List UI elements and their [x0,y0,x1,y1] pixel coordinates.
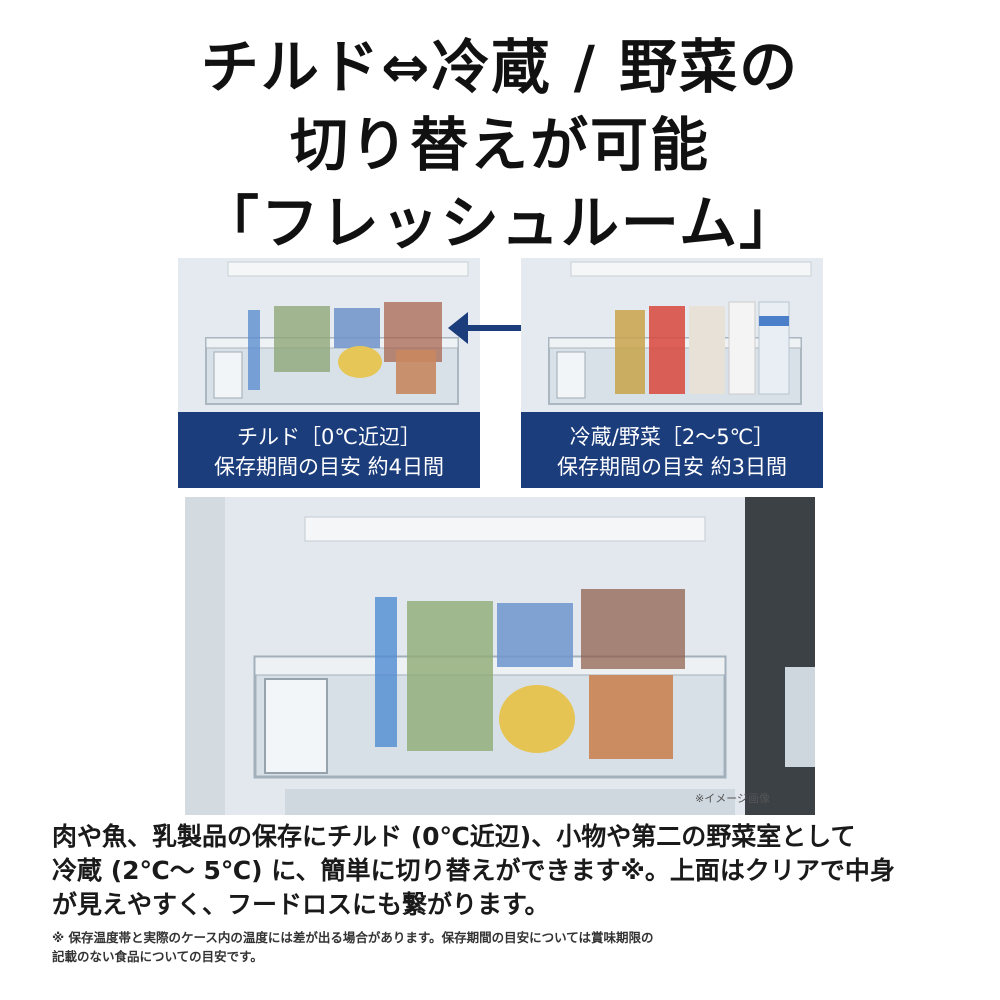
image-note: ※イメージ画像 [695,792,770,805]
vegetable-mode-temperature: 冷蔵/野菜［2〜5℃］ [569,425,775,449]
headline-line-1: チルド⇔冷蔵 / 野菜の [200,33,800,101]
fresh-room-drawer-illustration [185,497,815,815]
vegetable-mode-label: 冷蔵/野菜［2〜5℃］ 保存期間の目安 約3日間 [521,412,823,488]
footnote-line-2: 記載のない食品についての目安です。 [52,949,263,964]
description-line-1: 肉や魚、乳製品の保存にチルド (0℃近辺)、小物や第二の野菜室として [52,822,856,851]
chilled-mode-storage-period: 保存期間の目安 約4日間 [213,455,445,479]
vegetable-drawer-photo [521,258,823,412]
vegetable-mode-storage-period: 保存期間の目安 約3日間 [556,455,788,479]
footnote-line-1: ※ 保存温度帯と実際のケース内の温度には差が出る場合があります。保存期間の目安に… [52,930,654,945]
chilled-mode-label: チルド［0℃近辺］ 保存期間の目安 約4日間 [178,412,480,488]
chilled-drawer-photo [178,258,480,412]
fresh-room-drawer-photo [185,497,815,815]
headline-line-3: 「フレッシュルーム」 [200,189,800,257]
description-line-3: が見えやすく、フードロスにも繋がります。 [52,890,550,919]
headline: チルド⇔冷蔵 / 野菜の 切り替えが可能 「フレッシュルーム」 [0,28,1000,262]
vegetable-drawer-illustration [521,258,823,412]
description: 肉や魚、乳製品の保存にチルド (0℃近辺)、小物や第二の野菜室として 冷蔵 (2… [52,820,952,922]
description-line-2: 冷蔵 (2℃〜 5℃) に、簡単に切り替えができます※。上面はクリアで中身 [52,856,895,885]
headline-line-2: 切り替えが可能 [289,111,710,179]
footnote: ※ 保存温度帯と実際のケース内の温度には差が出る場合があります。保存期間の目安に… [52,928,952,966]
chilled-mode-temperature: チルド［0℃近辺］ [237,425,421,449]
chilled-drawer-illustration [178,258,480,412]
